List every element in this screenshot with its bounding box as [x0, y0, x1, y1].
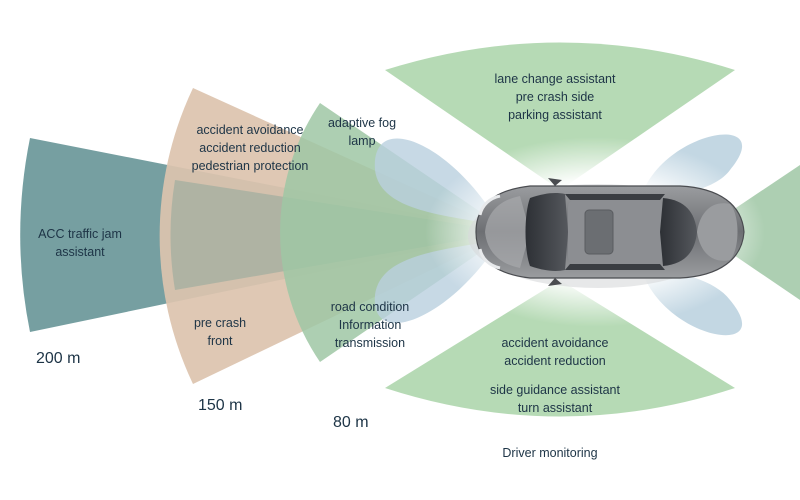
short-range-zone — [280, 103, 510, 362]
bottom-side-b-line-1: side guidance assistant — [490, 383, 620, 397]
bottom-side-b-line-2: turn assistant — [517, 401, 593, 415]
bottom-side-a-line-2: accident reduction — [504, 354, 606, 368]
road-condition-line-1: road condition — [330, 300, 410, 314]
top-side-line-2: pre crash side — [515, 90, 595, 104]
bottom-side-label-b: side guidance assistant turn assistant — [470, 381, 640, 417]
bottom-side-zone — [385, 280, 735, 417]
pre-crash-front-line-1: pre crash — [193, 316, 247, 330]
accident-front-line-2: accident reduction — [199, 141, 301, 155]
accident-front-label: accident avoidance accident reduction pe… — [180, 121, 320, 175]
distance-150m: 150 m — [198, 397, 243, 414]
road-condition-line-2: Information — [338, 318, 402, 332]
bottom-side-label-a: accident avoidance accident reduction — [475, 334, 635, 370]
fog-lamp-label: adaptive fog lamp — [322, 114, 402, 150]
pre-crash-front-line-2: front — [207, 334, 233, 348]
road-condition-line-3: transmission — [334, 336, 406, 350]
distance-80m: 80 m — [333, 414, 369, 431]
acc-line-1: ACC traffic jam — [38, 227, 122, 241]
fog-lamp-line-2: lamp — [348, 134, 376, 148]
road-condition-label: road condition Information transmission — [315, 298, 425, 352]
top-side-line-1: lane change assistant — [494, 72, 616, 86]
accident-front-line-3: pedestrian protection — [191, 159, 309, 173]
fog-lamp-line-1: adaptive fog — [327, 116, 397, 130]
car-icon — [468, 178, 745, 288]
acc-line-2: assistant — [55, 245, 105, 259]
pre-crash-front-label: pre crash front — [180, 314, 260, 350]
acc-zone-label: ACC traffic jam assistant — [20, 225, 140, 261]
bottom-side-a-line-1: accident avoidance — [501, 336, 609, 350]
top-side-label: lane change assistant pre crash side par… — [475, 70, 635, 124]
driver-monitoring-label: Driver monitoring — [502, 446, 598, 460]
top-side-zone — [385, 42, 735, 190]
distance-200m: 200 m — [36, 350, 81, 367]
top-side-line-3: parking assistant — [508, 108, 602, 122]
accident-front-line-1: accident avoidance — [196, 123, 304, 137]
